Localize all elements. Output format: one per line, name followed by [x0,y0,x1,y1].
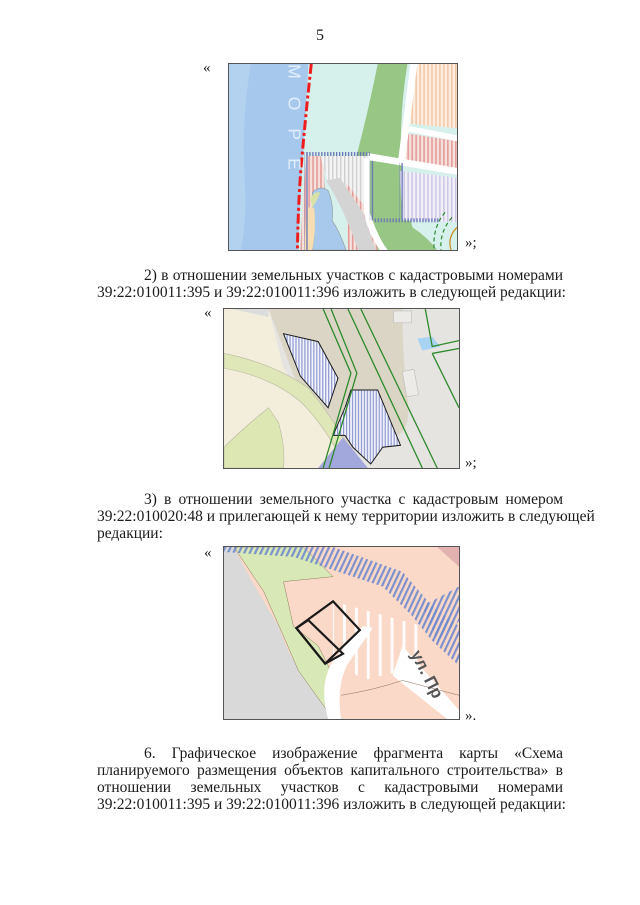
map-2-graphic [224,309,459,468]
map-fragment-parcels-395-396 [223,308,460,469]
para2-line-2: 39:22:010011:395 и 39:22:010011:396 изло… [97,284,566,301]
page-number: 5 [316,27,324,44]
open-quote-3: « [204,545,212,561]
close-quote-3: ». [465,708,477,724]
open-quote-2: « [204,305,212,321]
para6-line-2: планируемого размещения объектов капитал… [97,762,563,779]
para3-line-3: редакции: [97,525,163,542]
para3-line-2: 39:22:010020:48 и прилегающей к нему тер… [97,508,595,525]
para6-line-4: 39:22:010011:395 и 39:22:010011:396 изло… [97,796,566,813]
svg-text:МОРЕ: МОРЕ [284,64,304,188]
para3-line-1: 3) в отношении земельного участка с када… [144,491,563,508]
paragraph-item-6: 6. Графическое изображение фрагмента кар… [97,745,566,813]
close-quote-1: »; [465,235,477,251]
map-fragment-sea: МОРЕ [228,63,458,251]
para2-line-1: 2) в отношении земельных участков с када… [144,267,563,284]
sea-label: МОРЕ [284,64,304,188]
paragraph-item-2: 2) в отношении земельных участков с када… [97,267,566,301]
para6-line-3: отношении земельных участков с кадастров… [97,779,563,796]
map-3-graphic: ул. Пр [224,547,459,719]
open-quote-1: « [203,60,211,76]
paragraph-item-3: 3) в отношении земельного участка с када… [97,491,595,542]
close-quote-2: »; [465,455,477,471]
para6-line-1: 6. Графическое изображение фрагмента кар… [144,745,563,762]
map-fragment-parcel-48: ул. Пр [223,546,460,720]
map-1-graphic: МОРЕ [229,64,457,250]
